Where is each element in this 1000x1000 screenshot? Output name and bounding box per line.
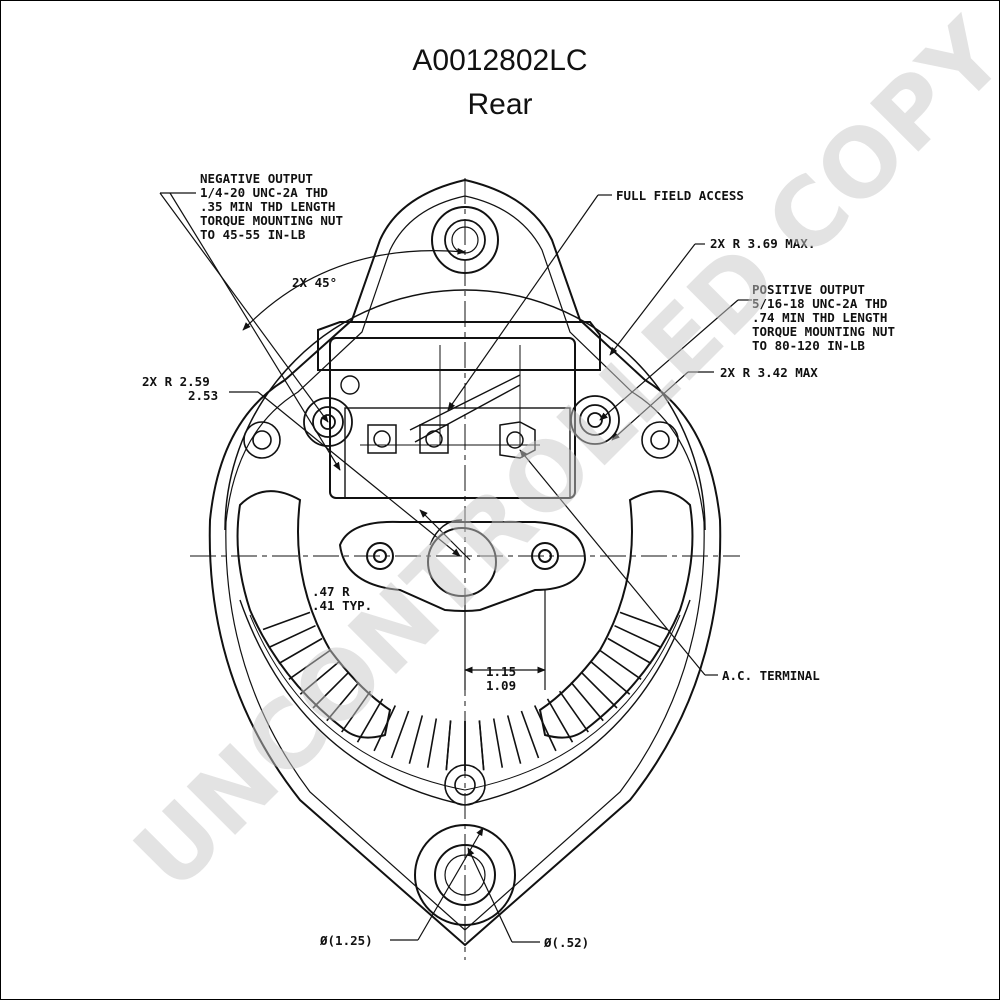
- vent-slot: [599, 649, 642, 680]
- vent-slot: [326, 681, 360, 722]
- vent-slot: [533, 705, 557, 752]
- vent-slot: [590, 661, 631, 695]
- positive-output-line-2: 5/16-18 UNC-2A THD: [752, 296, 887, 311]
- positive-output-line-5: TO 80-120 IN-LB: [752, 338, 865, 353]
- ac-terminal-label: A.C. TERMINAL: [722, 668, 820, 683]
- vent-slot: [341, 690, 372, 733]
- vent-slot: [570, 681, 604, 722]
- positive-output-line-4: TORQUE MOUNTING NUT: [752, 324, 895, 339]
- negative-output-line-5: TO 45-55 IN-LB: [200, 227, 306, 242]
- negative-output-line-2: 1/4-20 UNC-2A THD: [200, 185, 328, 200]
- vent-slot: [546, 698, 574, 743]
- vent-slot: [299, 661, 340, 695]
- dia125-label: Ø(1.25): [319, 933, 373, 948]
- full-field-access-label: FULL FIELD ACCESS: [616, 188, 744, 203]
- regulator-block: [317, 321, 601, 499]
- dim115-label: 1.15: [486, 664, 516, 679]
- part-number-title: A0012802LC: [412, 44, 588, 77]
- vent-slot: [278, 637, 323, 665]
- negative-output-line-3: .35 MIN THD LENGTH: [200, 199, 335, 214]
- vent-slot: [373, 705, 397, 752]
- negative-output-line-1: NEGATIVE OUTPUT: [200, 171, 313, 186]
- vent-slot: [478, 720, 485, 771]
- dimension-leaders: [159, 192, 752, 943]
- view-subtitle: Rear: [467, 88, 533, 121]
- vent-slot: [408, 715, 424, 764]
- vent-slot: [607, 637, 652, 665]
- vent-slot: [558, 690, 589, 733]
- vent-slot: [390, 710, 410, 759]
- uncontrolled-copy-watermark: UNCONTROLLED COPY: [114, 0, 1000, 911]
- vent-slot: [312, 672, 349, 709]
- vent-slot: [426, 718, 438, 768]
- vent-slot: [288, 649, 331, 680]
- vent-slot: [262, 611, 311, 631]
- positive-output-line-3: .74 MIN THD LENGTH: [752, 310, 887, 325]
- vent-slot: [356, 698, 384, 743]
- right-vent-slots: [445, 611, 668, 771]
- r47-label: .47 R: [312, 584, 350, 599]
- vent-slot: [581, 672, 618, 709]
- r253-label: 2.53: [188, 388, 218, 403]
- positive-output-line-1: POSITIVE OUTPUT: [752, 282, 865, 297]
- bearing-boss: [338, 519, 587, 612]
- vent-slot: [614, 624, 661, 648]
- callout-labels: NEGATIVE OUTPUT 1/4-20 UNC-2A THD .35 MI…: [142, 171, 895, 950]
- vent-slot: [506, 715, 522, 764]
- vent-arc-outlines: [236, 490, 694, 739]
- r41-label: .41 TYP.: [312, 598, 372, 613]
- vent-slot: [445, 720, 452, 771]
- dia52-label: Ø(.52): [543, 935, 589, 950]
- r342-label: 2X R 3.42 MAX: [720, 365, 818, 380]
- negative-output-line-4: TORQUE MOUNTING NUT: [200, 213, 343, 228]
- angle-label: 2X 45°: [292, 275, 337, 290]
- vent-slot: [492, 718, 504, 768]
- r259-label: 2X R 2.59: [142, 374, 210, 389]
- vent-slot: [619, 611, 668, 631]
- vent-slot: [520, 710, 540, 759]
- vent-slot: [269, 624, 316, 648]
- dim109-label: 1.09: [486, 678, 516, 693]
- r369-label: 2X R 3.69 MAX.: [710, 236, 815, 251]
